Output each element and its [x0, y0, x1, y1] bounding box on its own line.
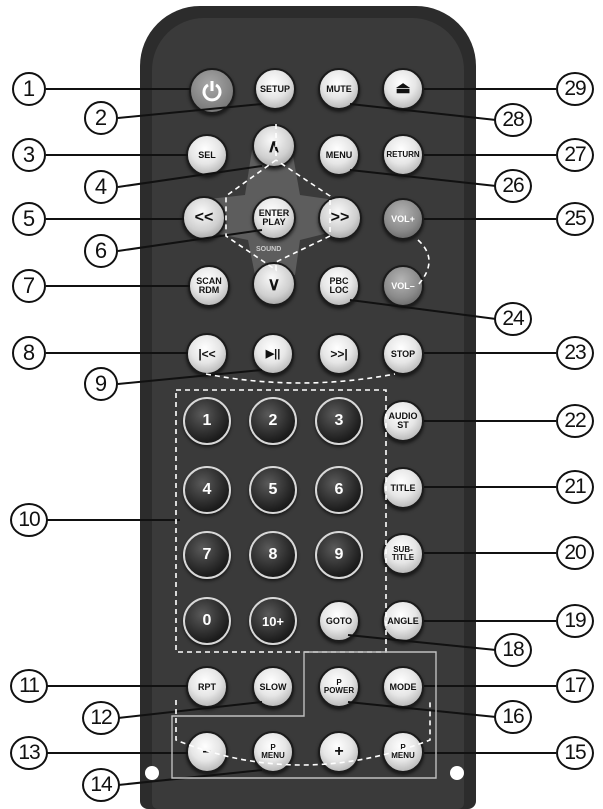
- callout-6: 6: [84, 234, 118, 268]
- callout-3: 3: [12, 138, 46, 172]
- callout-1: 1: [12, 72, 46, 106]
- callout-22: 22: [556, 404, 594, 438]
- callout-19: 19: [556, 604, 594, 638]
- callout-26: 26: [494, 169, 532, 203]
- callout-10: 10: [10, 503, 48, 537]
- callout-29: 29: [556, 72, 594, 106]
- callout-2: 2: [84, 101, 118, 135]
- callout-11: 11: [10, 669, 48, 703]
- callout-9: 9: [84, 367, 118, 401]
- callout-15: 15: [556, 736, 594, 770]
- callout-21: 21: [556, 470, 594, 504]
- callout-7: 7: [12, 269, 46, 303]
- callout-20: 20: [556, 536, 594, 570]
- callout-16: 16: [494, 700, 532, 734]
- callout-5: 5: [12, 202, 46, 236]
- callout-23: 23: [556, 336, 594, 370]
- callout-4: 4: [84, 170, 118, 204]
- callout-12: 12: [82, 701, 120, 735]
- callout-24: 24: [494, 302, 532, 336]
- callout-8: 8: [12, 336, 46, 370]
- callout-25: 25: [556, 202, 594, 236]
- callout-14: 14: [82, 768, 120, 802]
- callout-18: 18: [494, 633, 532, 667]
- callout-28: 28: [494, 103, 532, 137]
- callout-17: 17: [556, 669, 594, 703]
- callout-13: 13: [10, 736, 48, 770]
- callout-27: 27: [556, 138, 594, 172]
